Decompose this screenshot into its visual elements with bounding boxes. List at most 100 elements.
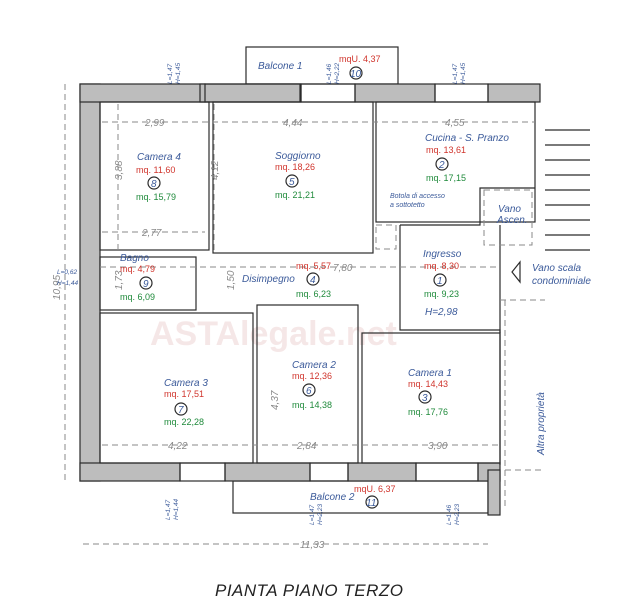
svg-text:mqU. 4,37: mqU. 4,37 <box>339 54 381 64</box>
svg-text:Bagno: Bagno <box>120 253 149 264</box>
entrance-arrow-icon <box>511 260 521 284</box>
svg-text:mq. 9,23: mq. 9,23 <box>424 289 459 299</box>
svg-text:10: 10 <box>350 69 362 80</box>
svg-text:Camera 4: Camera 4 <box>137 152 181 163</box>
dim-sogg-w: 4,44 <box>283 118 303 129</box>
svg-text:3: 3 <box>422 393 428 404</box>
svg-text:6: 6 <box>306 386 312 397</box>
internal-walls <box>99 101 536 465</box>
watermark: ASTAlegale.net <box>150 315 397 353</box>
elevator-shaft <box>483 189 533 246</box>
svg-text:mq. 14,43: mq. 14,43 <box>408 379 448 389</box>
dim-cucina-w: 4,55 <box>445 118 465 129</box>
svg-text:mq. 14,38: mq. 14,38 <box>292 400 332 410</box>
svg-text:Botola di accesso: Botola di accesso <box>390 193 445 200</box>
room-camera-1: Camera 1 mq. 14,43 3 mq. 17,76 <box>408 368 452 417</box>
dim-c4-h: 3,88 <box>114 160 125 180</box>
window-labels: L=1,47 H=1,45 L=1,46 H=2,22 L=1,47 H=1,4… <box>57 62 467 525</box>
room-camera-4: Camera 4 mq. 11,60 8 mq. 15,79 <box>136 152 181 202</box>
svg-text:L=1,47: L=1,47 <box>165 500 172 520</box>
room-soggiorno: Soggiorno mq. 18,26 5 mq. 21,21 <box>275 151 321 200</box>
dim-c1-w: 3,90 <box>428 441 448 452</box>
svg-text:Camera 3: Camera 3 <box>164 378 208 389</box>
svg-text:H=1,44: H=1,44 <box>173 498 180 520</box>
room-disimpegno: mq. 5,57 Disimpegno 4 mq. 6,23 <box>242 261 331 299</box>
svg-text:H=2,22: H=2,22 <box>334 62 341 84</box>
svg-text:mq. 18,26: mq. 18,26 <box>275 162 315 172</box>
svg-text:5: 5 <box>289 177 295 188</box>
dim-total-height: 10,95 <box>52 275 63 300</box>
elevator-label: Vano Ascen. <box>496 204 528 226</box>
svg-text:mq. 6,23: mq. 6,23 <box>296 289 331 299</box>
stair-label: Vano scala condominiale Altra proprietà <box>532 263 591 456</box>
svg-text:9: 9 <box>143 279 149 290</box>
room-ingresso: Ingresso mq. 8,30 1 mq. 9,23 H=2,98 <box>423 249 462 318</box>
dimension-lines <box>64 84 535 545</box>
svg-text:H=2,98: H=2,98 <box>425 307 458 318</box>
dim-dis-h: 1,50 <box>226 270 237 290</box>
svg-text:L=1,47: L=1,47 <box>452 64 459 84</box>
svg-text:H=1,45: H=1,45 <box>175 62 182 84</box>
svg-text:2: 2 <box>438 160 445 171</box>
svg-text:mq. 17,76: mq. 17,76 <box>408 407 448 417</box>
svg-text:Altra proprietà: Altra proprietà <box>536 392 547 456</box>
svg-text:H=1,44: H=1,44 <box>57 280 79 287</box>
svg-text:L=1,46: L=1,46 <box>326 64 333 84</box>
svg-text:L=1,47: L=1,47 <box>167 64 174 84</box>
room-bagno: Bagno mq. 4,79 9 mq. 6,09 <box>120 253 155 302</box>
svg-text:mq. 13,61: mq. 13,61 <box>426 145 466 155</box>
room-camera-2: Camera 2 mq. 12,36 6 mq. 14,38 <box>292 360 336 410</box>
dim-corridor: 7,80 <box>333 263 353 274</box>
svg-text:mq. 17,15: mq. 17,15 <box>426 173 466 183</box>
svg-text:4: 4 <box>310 275 316 286</box>
svg-text:Soggiorno: Soggiorno <box>275 151 321 162</box>
svg-text:a sottotetto: a sottotetto <box>390 202 425 209</box>
dim-c3-w: 4,22 <box>168 441 188 452</box>
room-camera-3: Camera 3 mq. 17,51 7 mq. 22,28 <box>164 378 208 427</box>
dim-total-width: 11,33 <box>300 540 325 551</box>
dim-c2-h: 4,37 <box>270 390 281 410</box>
room-cucina: Cucina - S. Pranzo mq. 13,61 2 mq. 17,15… <box>375 133 509 250</box>
dim-sogg-h: 4,12 <box>210 160 221 180</box>
svg-text:mq. 22,28: mq. 22,28 <box>164 417 204 427</box>
svg-text:mq. 21,21: mq. 21,21 <box>275 190 315 200</box>
svg-text:Ascen.: Ascen. <box>496 215 528 226</box>
svg-text:L=1,46: L=1,46 <box>446 505 453 525</box>
svg-text:mq. 17,51: mq. 17,51 <box>164 389 204 399</box>
svg-text:H=2,23: H=2,23 <box>454 503 461 525</box>
balcone-2: Balcone 2 mqU. 6,37 11 <box>310 484 396 509</box>
svg-text:H=2,23: H=2,23 <box>317 503 324 525</box>
svg-text:mqU. 6,37: mqU. 6,37 <box>354 484 396 494</box>
dim-bagno-h: 1,73 <box>114 270 125 290</box>
svg-text:L=1,47: L=1,47 <box>309 505 316 525</box>
svg-text:Balcone 2: Balcone 2 <box>310 492 355 503</box>
svg-text:mq. 12,36: mq. 12,36 <box>292 371 332 381</box>
svg-text:8: 8 <box>151 179 157 190</box>
svg-text:mq. 15,79: mq. 15,79 <box>136 192 176 202</box>
svg-text:H=1,45: H=1,45 <box>460 62 467 84</box>
svg-text:L=0,62: L=0,62 <box>57 269 77 276</box>
svg-text:mq. 6,09: mq. 6,09 <box>120 292 155 302</box>
svg-text:11: 11 <box>366 498 376 509</box>
dim-c2-w: 2,84 <box>296 441 317 452</box>
svg-text:mq. 11,60: mq. 11,60 <box>136 165 175 175</box>
svg-text:condominiale: condominiale <box>532 276 591 287</box>
svg-text:mq. 4,79: mq. 4,79 <box>120 264 155 274</box>
svg-text:Balcone 1: Balcone 1 <box>258 61 302 72</box>
svg-text:Camera 1: Camera 1 <box>408 368 452 379</box>
balcone-1: Balcone 1 mqU. 4,37 10 <box>258 54 381 80</box>
stairs <box>500 129 590 510</box>
svg-text:mq. 8,30: mq. 8,30 <box>424 261 459 271</box>
dim-c4-w: 2,99 <box>144 118 165 129</box>
plan-title: PIANTA PIANO TERZO <box>215 581 403 600</box>
dim-c4-w2: 2,77 <box>141 228 162 239</box>
svg-text:mq. 5,57: mq. 5,57 <box>296 261 331 271</box>
svg-text:Cucina - S. Pranzo: Cucina - S. Pranzo <box>425 133 509 144</box>
svg-text:Camera 2: Camera 2 <box>292 360 336 371</box>
svg-text:Disimpegno: Disimpegno <box>242 274 295 285</box>
svg-text:7: 7 <box>178 405 184 416</box>
svg-text:1: 1 <box>437 276 443 287</box>
svg-text:Vano: Vano <box>498 204 521 215</box>
svg-text:Vano scala: Vano scala <box>532 263 582 274</box>
